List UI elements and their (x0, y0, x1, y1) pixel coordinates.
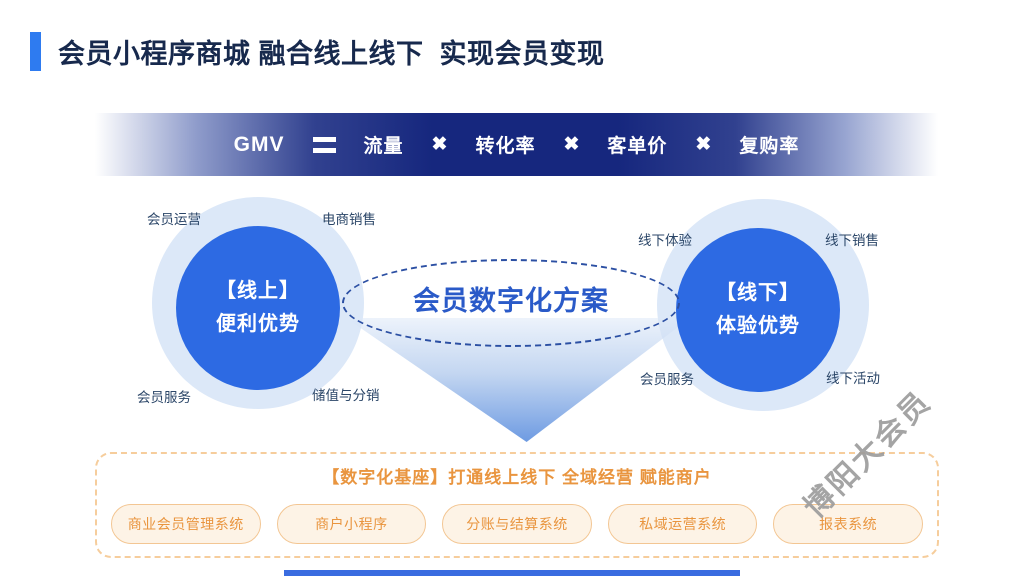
bottom-accent-bar (284, 570, 740, 576)
formula-factor-conversion: 转化率 (475, 136, 536, 157)
online-label-member-operation: 会员运营 (147, 212, 201, 227)
multiply-icon: ✖ (563, 134, 580, 155)
multiply-icon: ✖ (695, 134, 712, 155)
formula-factor-traffic: 流量 (363, 136, 404, 157)
pill-private-domain-system: 私域运营系统 (607, 504, 758, 544)
foundation-title: 【数字化基座】打通线上线下 全域经营 赋能商户 (322, 468, 712, 487)
offline-circle-tag: 【线下】 (716, 282, 800, 304)
pill-report-system: 报表系统 (773, 504, 923, 544)
title-accent-bar (30, 32, 41, 71)
page-title: 会员小程序商城 融合线上线下 实现会员变现 (58, 39, 605, 69)
online-circle-tag: 【线上】 (216, 280, 300, 302)
offline-circle: 【线下】 体验优势 (676, 228, 840, 392)
online-label-member-service: 会员服务 (137, 390, 191, 405)
pill-member-management-system: 商业会员管理系统 (111, 504, 261, 544)
equals-icon (312, 136, 336, 153)
online-label-ecommerce-sales: 电商销售 (322, 212, 376, 227)
offline-label-sales: 线下销售 (825, 233, 879, 248)
offline-label-activities: 线下活动 (826, 371, 880, 386)
gmv-formula-banner: GMV 流量 ✖ 转化率 ✖ 客单价 ✖ 复购率 (95, 113, 938, 176)
online-circle-title: 便利优势 (216, 313, 300, 335)
formula-factor-order-value: 客单价 (607, 136, 668, 157)
formula-gmv: GMV (233, 132, 285, 156)
online-label-stored-value-distribution: 储值与分销 (312, 388, 380, 403)
online-circle: 【线上】 便利优势 (176, 226, 340, 390)
formula-factor-repurchase: 复购率 (739, 136, 800, 157)
foundation-dashed-box (95, 452, 939, 558)
foundation-pill-row: 商业会员管理系统 商户小程序 分账与结算系统 私域运营系统 报表系统 (111, 504, 923, 544)
multiply-icon: ✖ (431, 134, 448, 155)
slide-header: 会员小程序商城 融合线上线下 实现会员变现 (30, 32, 605, 71)
solution-label: 会员数字化方案 (413, 285, 609, 316)
offline-label-experience: 线下体验 (638, 233, 692, 248)
offline-circle-title: 体验优势 (716, 315, 800, 337)
offline-label-member-service: 会员服务 (640, 372, 694, 387)
pill-split-settlement-system: 分账与结算系统 (442, 504, 592, 544)
solution-dashed-ellipse: 会员数字化方案 (342, 259, 680, 347)
pill-merchant-miniprogram: 商户小程序 (276, 504, 427, 544)
